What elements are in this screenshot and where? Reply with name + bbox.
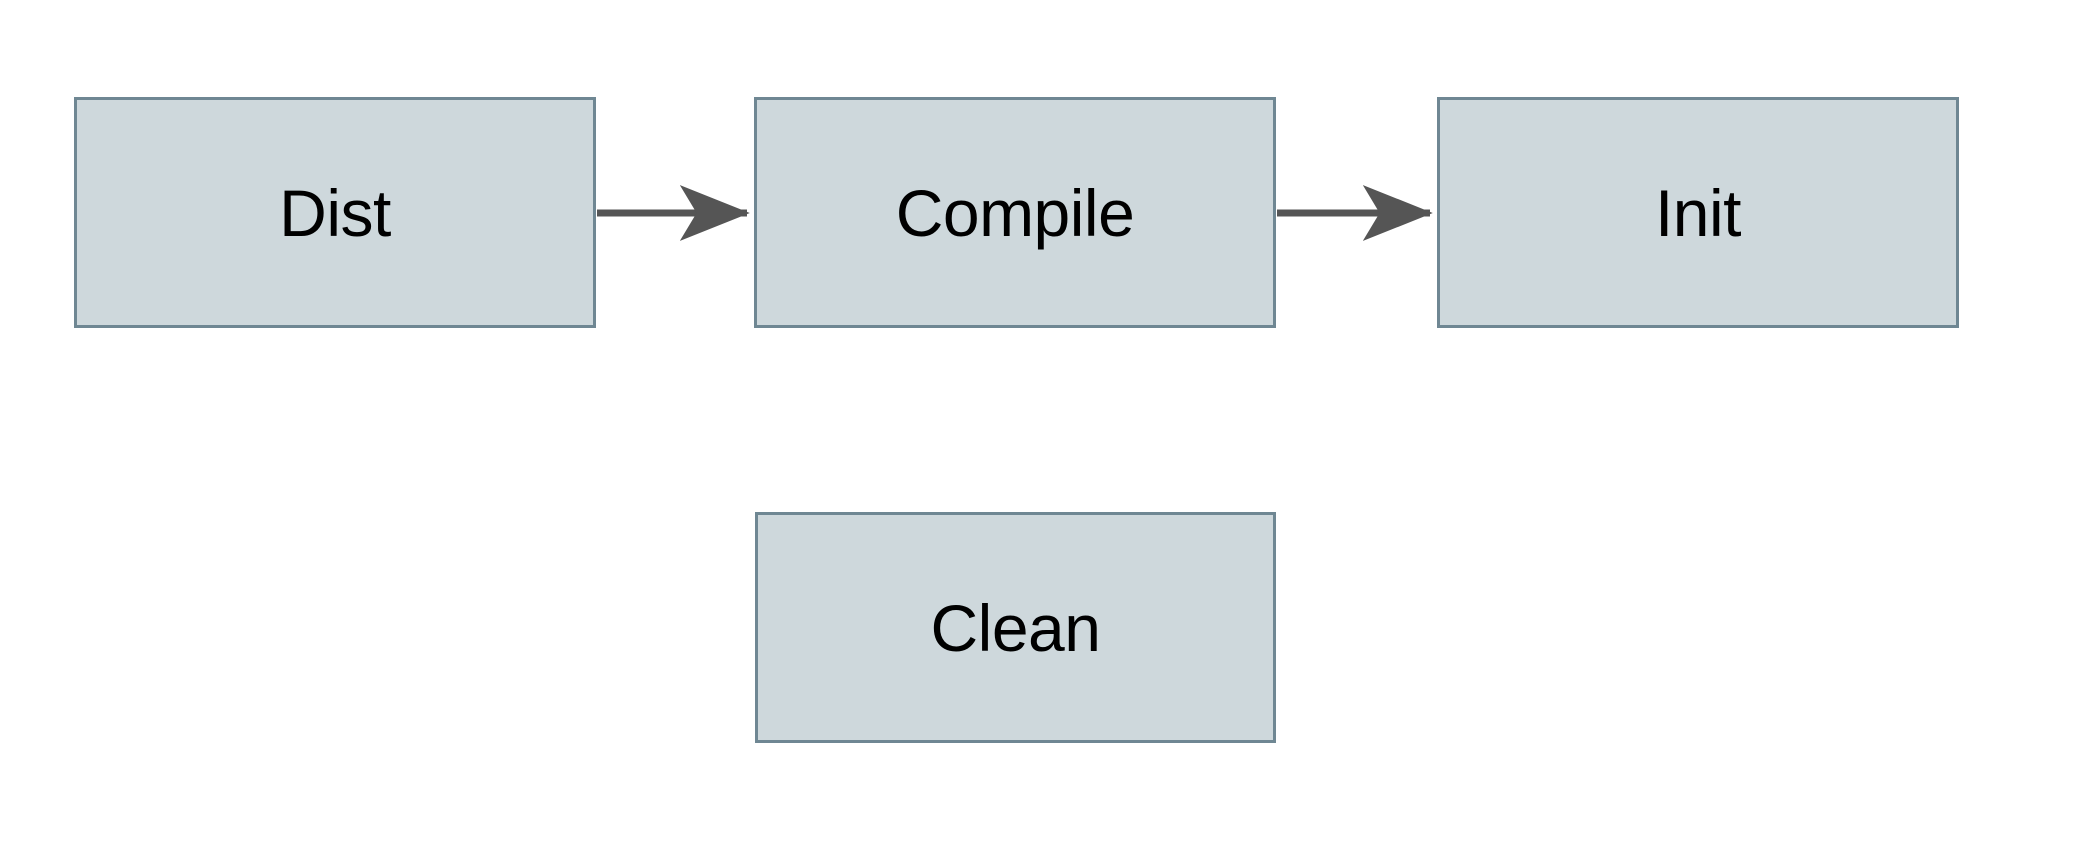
node-clean-label: Clean [930,590,1101,665]
node-dist[interactable]: Dist [74,97,596,328]
node-clean[interactable]: Clean [755,512,1276,743]
node-init[interactable]: Init [1437,97,1959,328]
node-compile[interactable]: Compile [754,97,1276,328]
node-compile-label: Compile [895,175,1135,250]
node-dist-label: Dist [279,175,391,250]
node-init-label: Init [1654,175,1742,250]
